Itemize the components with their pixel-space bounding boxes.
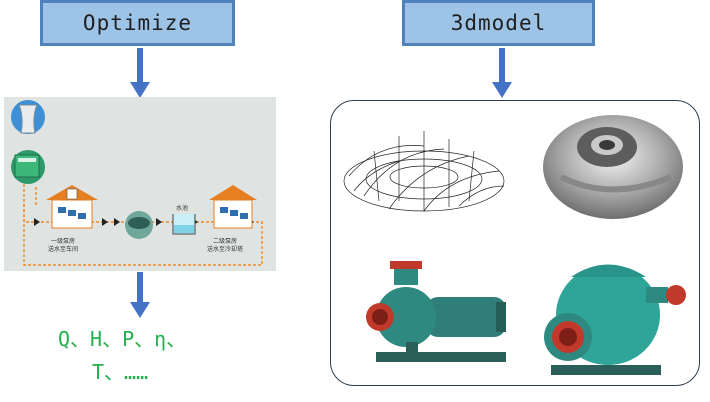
down-arrow-top-right: [492, 48, 512, 98]
filter-unit-icon: [125, 211, 153, 239]
split-case-pump-model: [544, 264, 686, 375]
pump-station-1-icon: [46, 185, 98, 229]
station-2-label: 二级泵房送水至冷却塔: [207, 238, 244, 253]
pump-station-2-icon: [209, 185, 257, 229]
pump-casing-model: [543, 115, 683, 219]
water-pool-icon: [172, 214, 196, 235]
pool-label: 水池: [176, 205, 189, 212]
models-frame: [330, 100, 700, 386]
output-parameters-line-1: Q、H、P、η、: [58, 327, 187, 351]
end-suction-pump-model: [366, 261, 506, 362]
down-arrow-top-left: [130, 48, 150, 98]
impeller-wireframe-model: [343, 131, 505, 212]
3dmodel-header: 3dmodel: [402, 0, 595, 46]
output-parameters-line-2: T、……: [92, 360, 149, 384]
cooling-tower-icon: [11, 100, 45, 134]
water-system-scheme: 水池 一级泵房送水至车间 二级泵房送水至冷却塔: [4, 97, 276, 271]
optimize-header: Optimize: [40, 0, 235, 46]
cooling-unit-icon: [11, 150, 45, 184]
station-1-label: 一级泵房送水至车间: [48, 238, 79, 253]
down-arrow-bottom-left: [130, 272, 150, 318]
